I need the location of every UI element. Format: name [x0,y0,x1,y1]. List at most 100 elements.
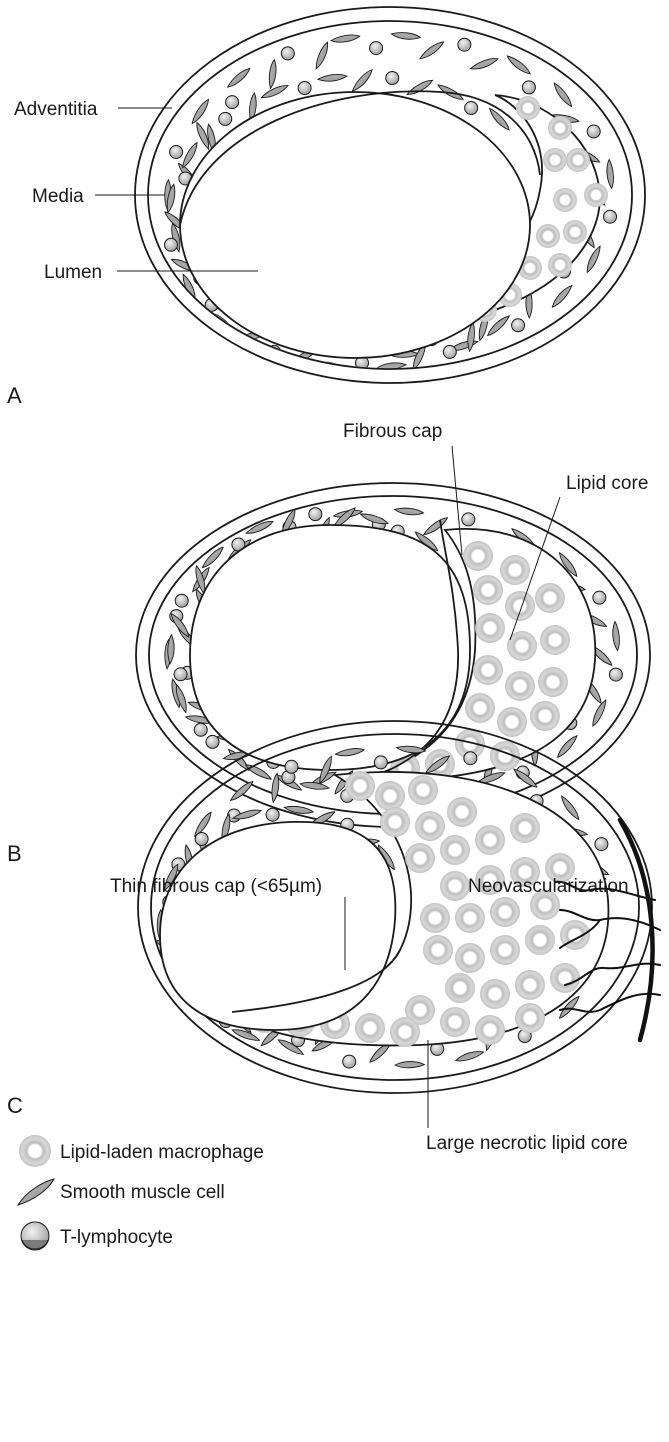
t-lymphocyte [603,209,618,224]
lipid-laden-macrophage [405,995,435,1025]
vulnerable-plaque [229,771,610,1047]
smooth-muscle-cell [606,158,614,190]
lumen-area [159,821,397,1031]
smooth-muscle-cell [166,183,176,214]
panel-b: Fibrous cap Lipid core B [7,421,651,866]
t-lymphocyte [373,755,388,770]
t-lymphocyte [163,237,178,252]
smooth-muscle-cell [277,1039,305,1056]
lipid-laden-macrophage [515,1003,545,1033]
smooth-muscle-cell [394,1061,426,1069]
lipid-laden-macrophage [515,970,545,1000]
smooth-muscle-cell [175,683,187,714]
lipid-laden-macrophage [584,183,608,207]
smooth-muscle-cell [393,507,425,516]
t-lymphocyte [586,124,601,139]
lipid-laden-macrophage [490,897,520,927]
legend-item-macrophage: Lipid-laden macrophage [19,1135,264,1167]
lipid-laden-macrophage [543,148,567,172]
lipid-laden-macrophage [566,148,590,172]
smooth-muscle-cell [164,863,179,892]
lipid-laden-macrophage [473,575,503,605]
smooth-muscle-cell [419,41,445,60]
t-lymphocyte [297,80,312,95]
lipid-laden-macrophage [390,1017,420,1047]
legend-item-smooth-muscle: Smooth muscle cell [16,1178,225,1206]
smooth-muscle-cell [390,32,422,40]
lipid-laden-macrophage [375,781,405,811]
smooth-muscle-cell [245,521,274,534]
smooth-muscle-cell [283,805,315,814]
lipid-laden-macrophage [563,220,587,244]
lipid-laden-macrophage [440,1007,470,1037]
lipid-laden-macrophage [530,701,560,731]
smooth-muscle-cell [268,58,277,90]
t-lymphocyte [463,751,478,766]
smooth-muscle-cell [201,546,224,569]
lipid-laden-macrophage [355,1013,385,1043]
lipid-laden-macrophage [545,853,575,883]
lipid-laden-macrophage [447,797,477,827]
lipid-laden-macrophage [497,707,527,737]
t-lymphocyte [521,80,536,95]
smooth-muscle-cell [329,34,361,43]
lipid-laden-macrophage [490,935,520,965]
t-lymphocyte [174,593,189,608]
lipid-laden-macrophage [408,775,438,805]
panel-c: Thin fibrous cap (<65µm) Neovascularizat… [7,720,661,1154]
smooth-muscle-cell [315,41,329,70]
lipid-laden-macrophage [445,973,475,1003]
t-lymphocyte [265,807,280,822]
smooth-muscle-cell [271,772,280,804]
smooth-muscle-cell [553,82,573,108]
t-lymphocyte-icon [20,1221,50,1251]
smooth-muscle-cell [351,69,373,92]
legend-label: Lipid-laden macrophage [60,1142,264,1163]
t-lymphocyte [442,344,457,359]
lipid-laden-macrophage [490,741,520,771]
adventitia-boundary [150,733,640,1081]
label-necrotic-core: Large necrotic lipid core [426,1133,628,1154]
smooth-muscle-cell [551,284,573,308]
lipid-laden-macrophage [465,693,495,723]
lipid-laden-macrophage [500,555,530,585]
t-lymphocyte [342,1054,357,1069]
t-lymphocyte [369,41,384,56]
t-lymphocyte [592,590,607,605]
lipid-laden-macrophage [455,943,485,973]
smooth-muscle-cell [395,745,427,754]
t-lymphocyte [169,144,184,159]
smooth-muscle-cell [488,107,510,131]
smooth-muscle-cell [406,79,434,96]
lipid-laden-macrophage [415,811,445,841]
smooth-muscle-cell [170,612,190,638]
smooth-muscle-cell [376,362,408,368]
t-lymphocyte [308,507,323,522]
t-lymphocyte [461,512,476,527]
legend-item-t-lymphocyte: T-lymphocyte [20,1221,173,1251]
lipid-laden-macrophage [405,843,435,873]
smooth-muscle-cell [319,755,332,785]
smooth-muscle-cell [592,699,607,727]
lipid-laden-macrophage [440,835,470,865]
smooth-muscle-cell [299,781,331,790]
lumen-area [179,91,531,359]
smooth-muscle-cell [424,755,451,774]
smooth-muscle-cell [486,315,511,337]
lipid-laden-macrophage [525,925,555,955]
lipid-laden-macrophage [473,655,503,685]
lipid-laden-macrophage [345,771,375,801]
lipid-laden-macrophage [553,188,577,212]
panel-a: Adventitia Media Lumen A [7,6,646,408]
smooth-muscle-cell [513,768,538,788]
smooth-muscle-cell [558,995,580,1019]
t-lymphocyte [193,722,208,737]
smooth-muscle-cell [191,98,210,125]
outer-vessel-wall [137,720,653,1094]
lipid-laden-macrophage [540,625,570,655]
lipid-laden-macrophage [423,935,453,965]
legend-label: Smooth muscle cell [60,1182,225,1203]
smooth-muscle-cell-icon [16,1178,55,1206]
label-thin-fibrous-cap: Thin fibrous cap (<65µm) [110,876,322,897]
